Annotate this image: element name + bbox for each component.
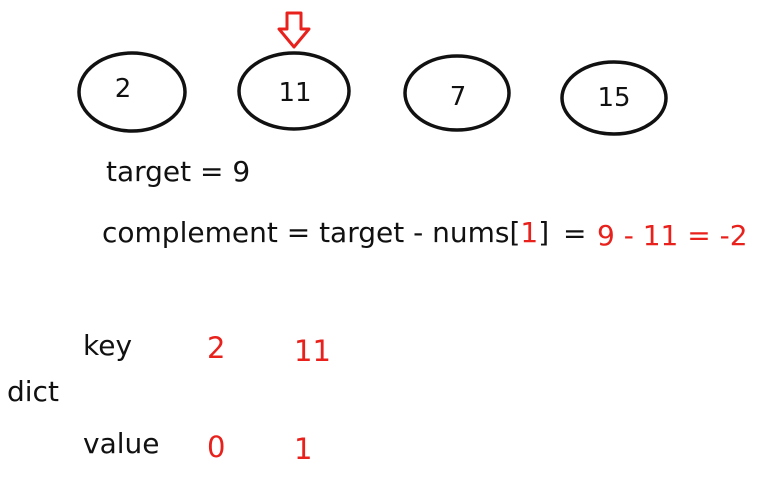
dict-key-label: key (83, 329, 133, 362)
complement-equals: = (563, 217, 587, 250)
array-node-1: 11 (237, 51, 351, 131)
complement-result: 9 - 11 = -2 (597, 219, 748, 252)
target-line: target = 9 (106, 155, 251, 188)
down-arrow-icon (277, 11, 311, 49)
array-node-3: 15 (560, 60, 668, 136)
dict-value-label: value (83, 427, 160, 460)
dict-key-1: 11 (294, 334, 331, 368)
complement-prefix: complement = target - nums[ (102, 216, 521, 249)
array-node-2: 7 (403, 54, 511, 132)
array-node-0: 2 (77, 51, 187, 133)
node-circle (237, 51, 351, 131)
node-circle (560, 60, 668, 136)
node-circle (403, 54, 511, 132)
dict-label: dict (7, 375, 59, 408)
complement-suffix: ] (538, 216, 550, 249)
node-value: 2 (115, 74, 132, 104)
node-circle (77, 51, 187, 133)
complement-line: complement = target - nums[1] (102, 219, 549, 247)
dict-value-0: 0 (207, 430, 226, 464)
node-value: 11 (278, 78, 311, 108)
dict-key-0: 2 (207, 331, 226, 365)
node-value: 7 (450, 82, 467, 112)
node-value: 15 (597, 83, 630, 113)
dict-value-1: 1 (294, 432, 313, 466)
complement-index: 1 (520, 216, 539, 249)
